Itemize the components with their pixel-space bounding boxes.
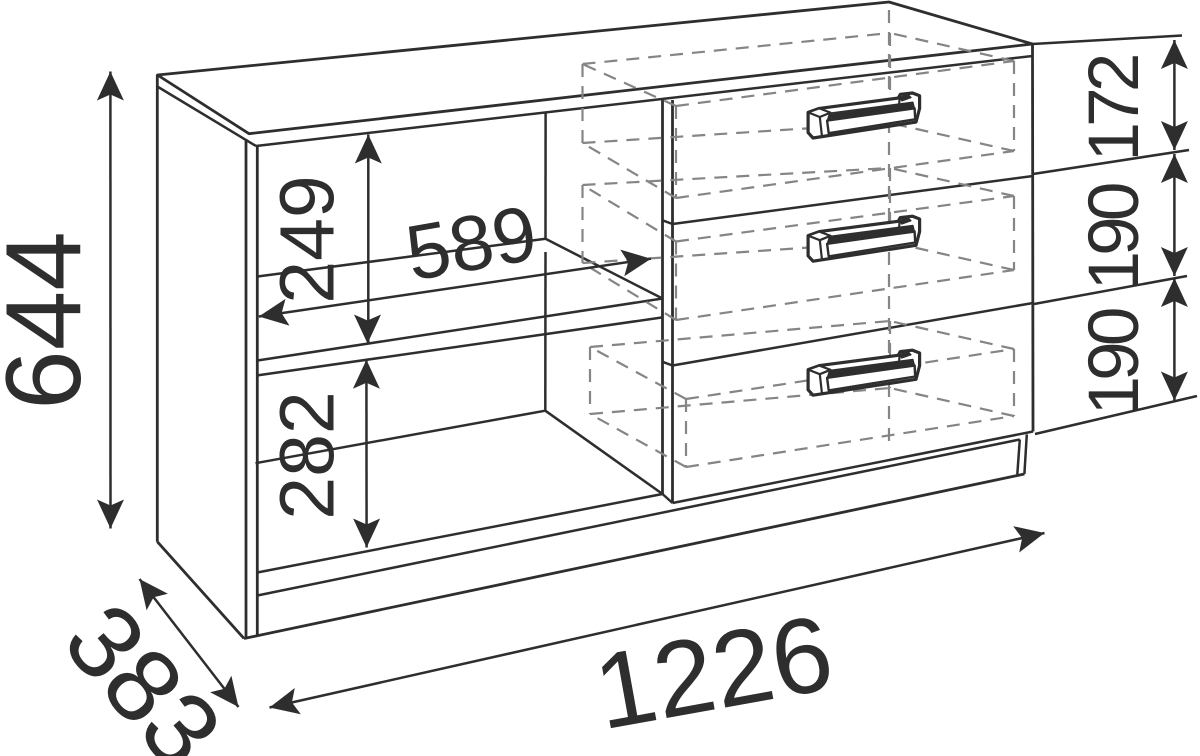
svg-text:172: 172 — [1075, 56, 1154, 161]
svg-text:249: 249 — [265, 175, 351, 303]
svg-text:1226: 1226 — [586, 592, 842, 752]
svg-text:190: 190 — [1075, 309, 1154, 415]
svg-text:190: 190 — [1075, 184, 1154, 290]
svg-text:589: 589 — [400, 188, 543, 297]
svg-text:644: 644 — [0, 231, 103, 410]
svg-text:282: 282 — [265, 391, 351, 519]
svg-text:383: 383 — [42, 583, 243, 756]
